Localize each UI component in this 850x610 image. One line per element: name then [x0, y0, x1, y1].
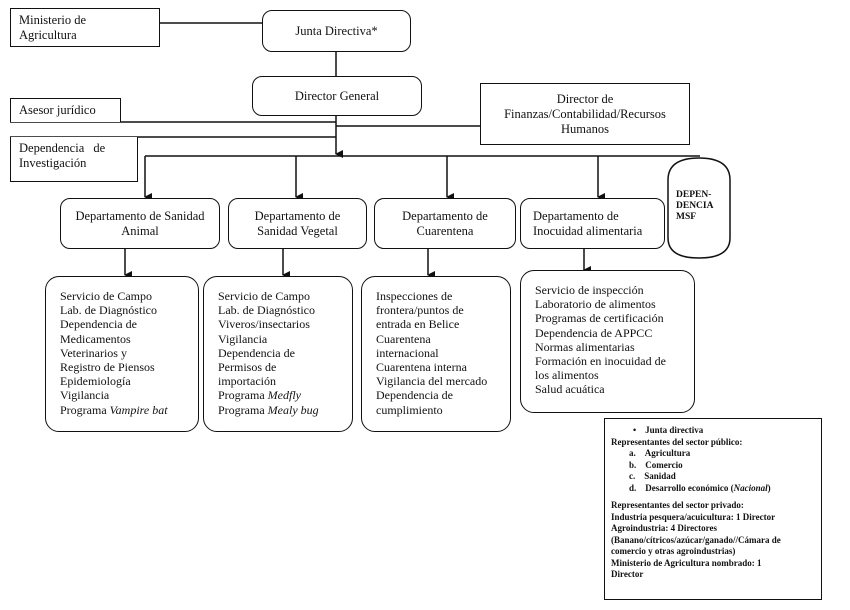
list-item: Programa Medfly	[218, 388, 342, 402]
item-mark: d.	[629, 482, 637, 493]
legal-label: Asesor jurídico	[19, 103, 96, 117]
item-text: Desarrollo económico (	[645, 482, 734, 493]
item-tail: )	[767, 482, 771, 493]
item-text: Agricultura	[644, 448, 691, 458]
program-name: Medfly	[267, 388, 301, 403]
list-item: Epidemiología	[60, 374, 131, 389]
bullet-icon: •	[633, 425, 637, 435]
legend-private-line: comercio y otras agroindustrias)	[611, 546, 736, 556]
list-item: frontera/puntos de	[376, 303, 464, 318]
program-name: Mealy bug	[267, 402, 319, 417]
list-item: Programas de certificación	[535, 311, 664, 326]
legend-private-title: Representantes del sector privado:	[611, 500, 744, 510]
list-item: cumplimiento	[376, 402, 443, 417]
list-item: Vigilancia	[60, 388, 110, 403]
list-item: Cuarentena	[376, 331, 431, 346]
list-item: Dependencia de	[218, 345, 295, 360]
list-item: Formación en inocuidad de	[535, 354, 666, 369]
list-item: Laboratorio de alimentos	[535, 297, 656, 312]
finance-box: Director de Finanzas/Contabilidad/Recurs…	[480, 83, 690, 145]
list-cuarentena: Inspecciones de frontera/puntos de entra…	[361, 276, 511, 432]
program-name: Vampire bat	[109, 402, 168, 417]
dept-sanidad-vegetal: Departamento de Sanidad Vegetal	[228, 198, 367, 249]
list-item: Programa Vampire bat	[60, 403, 188, 417]
list-sanidad-animal: Servicio de Campo Lab. de Diagnóstico De…	[45, 276, 199, 432]
list-item: Veterinarios y	[60, 345, 127, 360]
item-mark: b.	[629, 459, 637, 470]
legend-public-item: c. Sanidad	[611, 471, 815, 483]
legend-box: • Junta directiva Representantes del sec…	[604, 418, 822, 600]
list-inocuidad: Servicio de inspección Laboratorio de al…	[520, 270, 695, 413]
finance-label: Director de Finanzas/Contabilidad/Recurs…	[504, 91, 666, 136]
legend-private-line: Ministerio de Agricultura nombrado: 1	[611, 557, 762, 568]
msf-label: DEPEN- DENCIA MSF	[676, 190, 714, 222]
legend-private-line: Director	[611, 569, 644, 579]
board-label: Junta Directiva*	[295, 23, 378, 38]
list-item: Medicamentos	[60, 331, 131, 346]
item-mark: a.	[629, 448, 636, 458]
list-item: Permisos de	[218, 360, 277, 375]
legend-public-item: a. Agricultura	[611, 448, 815, 460]
item-mark: c.	[629, 471, 636, 481]
list-item: Lab. de Diagnóstico	[218, 303, 315, 318]
ministry-box: Ministerio de Agricultura	[10, 8, 160, 47]
msf-shape	[667, 157, 731, 259]
research-box: Dependencia de Investigación	[10, 137, 138, 182]
legend-private-line: Industria pesquera/acuicultura: 1 Direct…	[611, 511, 776, 522]
board-box: Junta Directiva*	[262, 10, 411, 52]
legal-box: Asesor jurídico	[10, 98, 121, 122]
list-item: Vigilancia	[218, 331, 268, 346]
list-item: Dependencia de	[60, 317, 137, 332]
dept-sanidad-vegetal-label: Departamento de Sanidad Vegetal	[254, 208, 341, 238]
list-item: Dependencia de	[376, 388, 453, 403]
legend-public-item: d. Desarrollo económico (Nacional)	[611, 483, 815, 495]
research-label: Dependencia de Investigación	[19, 141, 106, 170]
list-item: los alimentos	[535, 368, 599, 383]
legend-private-line: Agroindustria: 4 Directores	[611, 523, 717, 533]
director-general-label: Director General	[294, 88, 380, 103]
legend-board-line: • Junta directiva	[611, 425, 815, 437]
list-item: Inspecciones de	[376, 289, 453, 303]
dept-inocuidad-label: Departamento de Inocuidad alimentaria	[533, 208, 643, 238]
list-item: internacional	[376, 345, 439, 360]
dept-cuarentena: Departamento de Cuarentena	[374, 198, 516, 249]
list-item: Normas alimentarias	[535, 339, 635, 354]
director-general-box: Director General	[252, 76, 422, 116]
list-item: Lab. de Diagnóstico	[60, 303, 157, 318]
list-item: importación	[218, 374, 276, 389]
list-item: entrada en Belice	[376, 317, 460, 332]
program-prefix: Programa	[60, 402, 110, 417]
legend-private-line: (Banano/cítricos/azúcar/ganado//Cámara d…	[611, 534, 781, 545]
legend-public-title: Representantes del sector público:	[611, 436, 743, 447]
dept-inocuidad: Departamento de Inocuidad alimentaria	[520, 198, 665, 249]
item-text: Sanidad	[644, 471, 676, 481]
item-italic: Nacional	[733, 482, 768, 493]
legend-board: Junta directiva	[645, 425, 704, 435]
legend-public-item: b. Comercio	[611, 460, 815, 472]
list-item: Servicio de Campo	[218, 289, 310, 303]
list-item: Servicio de Campo	[60, 289, 152, 303]
ministry-label: Ministerio de Agricultura	[19, 13, 87, 42]
dept-sanidad-animal-label: Departamento de Sanidad Animal	[75, 208, 205, 238]
dept-sanidad-animal: Departamento de Sanidad Animal	[60, 198, 220, 249]
list-item: Registro de Piensos	[60, 360, 155, 375]
list-item: Salud acuática	[535, 382, 605, 397]
list-item: Cuarentena interna	[376, 360, 467, 375]
list-item: Viveros/insectarios	[218, 317, 310, 332]
program-prefix: Programa	[218, 388, 268, 403]
dept-cuarentena-label: Departamento de Cuarentena	[402, 208, 488, 238]
list-item: Servicio de inspección	[535, 283, 644, 297]
program-prefix: Programa	[218, 402, 268, 417]
item-text: Comercio	[645, 459, 683, 470]
list-item: Dependencia de APPCC	[535, 325, 653, 340]
list-item: Programa Mealy bug	[218, 403, 342, 417]
list-sanidad-vegetal: Servicio de Campo Lab. de Diagnóstico Vi…	[203, 276, 353, 432]
list-item: Vigilancia del mercado	[376, 374, 488, 389]
